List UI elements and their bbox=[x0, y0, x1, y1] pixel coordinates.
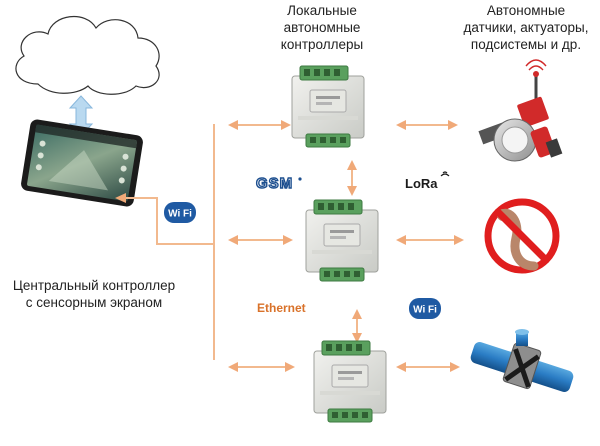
pest-prohibited-icon bbox=[484, 198, 560, 274]
local-controllers-label: Локальные автономные контроллеры bbox=[280, 3, 364, 52]
module-module-arrows bbox=[347, 160, 362, 343]
lora-logo: LoRa bbox=[405, 171, 450, 191]
tablet-link-arrowhead bbox=[115, 193, 126, 203]
cloud-icon bbox=[15, 15, 160, 95]
svg-text:LoRa: LoRa bbox=[405, 176, 438, 191]
tablet-icon bbox=[21, 119, 143, 207]
bus-module-arrows bbox=[228, 120, 295, 372]
pipe-valve-icon bbox=[470, 329, 574, 392]
controller-module-2 bbox=[305, 199, 379, 282]
wifi-badge-right: Wi Fi bbox=[409, 298, 441, 319]
module-device-arrows bbox=[396, 120, 464, 372]
ethernet-label: Ethernet bbox=[257, 301, 306, 315]
svg-text:Wi Fi: Wi Fi bbox=[168, 209, 192, 220]
wifi-badge-left: Wi Fi bbox=[164, 202, 196, 223]
controller-module-1 bbox=[291, 65, 365, 148]
svg-text:GSM: GSM bbox=[256, 175, 293, 192]
network-bus bbox=[123, 124, 215, 360]
autonomous-devices-label: Автономные датчики, актуаторы, подсистем… bbox=[463, 3, 589, 52]
gsm-logo: GSM bbox=[255, 174, 302, 193]
wireless-sensor-icon bbox=[478, 59, 563, 162]
controller-module-3 bbox=[313, 340, 387, 423]
svg-text:Wi Fi: Wi Fi bbox=[413, 305, 437, 316]
central-controller-label: Центральный контроллер с сенсорным экран… bbox=[12, 278, 176, 310]
